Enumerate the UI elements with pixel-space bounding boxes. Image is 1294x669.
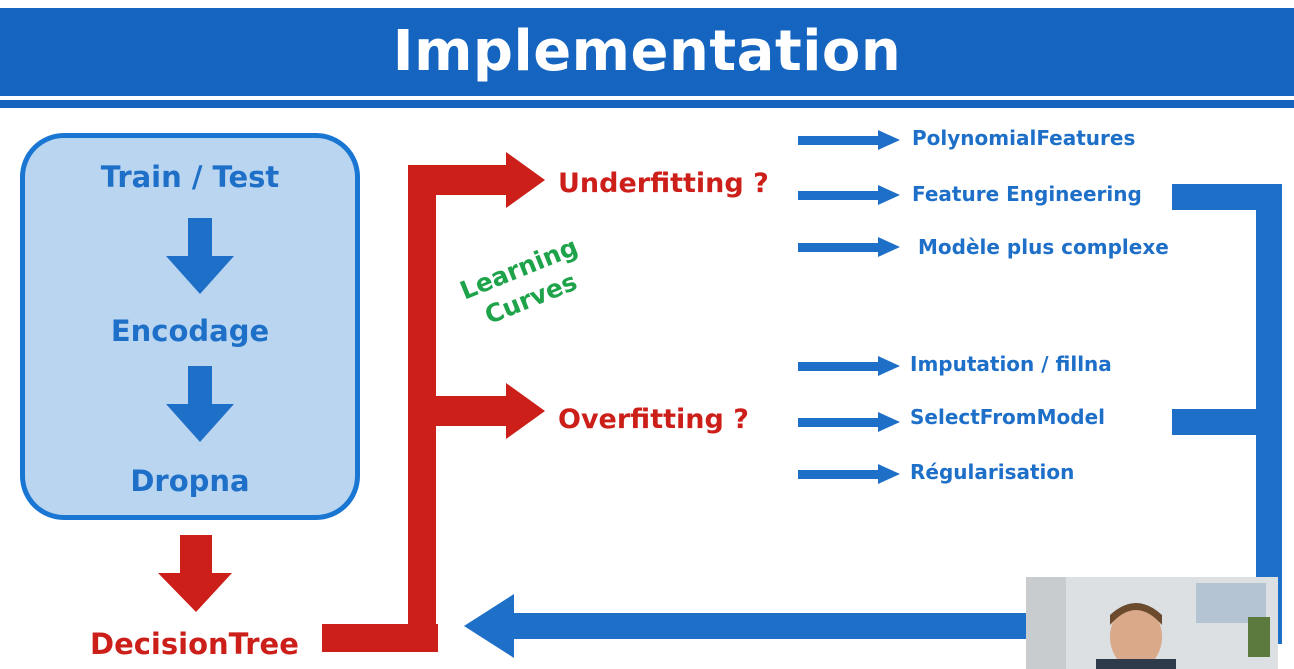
overfitting-label: Overfitting ? [558,404,749,435]
remedy-modele-plus-complexe: Modèle plus complexe [918,235,1169,259]
remedy-imputation: Imputation / fillna [910,352,1112,376]
red-branch-connector [322,152,545,652]
webcam-overlay [1026,577,1278,669]
arrow-down-2 [166,366,234,442]
step-encodage: Encodage [110,314,270,348]
presenter-image [1026,577,1278,669]
arrow-imputation [798,356,900,376]
arrow-down-1 [166,218,234,294]
remedy-polynomialfeatures: PolynomialFeatures [912,126,1136,150]
arrow-regularisation [798,464,900,484]
remedy-selectfrommodel: SelectFromModel [910,405,1106,429]
title-banner [0,8,1294,96]
arrow-polynomialfeatures [798,130,900,150]
title-underline [0,100,1294,108]
remedy-regularisation: Régularisation [910,460,1075,484]
decisiontree-label: DecisionTree [90,627,299,661]
step-dropna: Dropna [130,464,250,498]
preprocessing-box [20,133,360,520]
arrow-modele-plus-complexe [798,237,900,257]
arrow-selectfrommodel [798,412,900,432]
arrow-down-decisiontree [158,535,232,612]
arrow-feature-engineering [798,185,900,205]
slide-title: Implementation [392,19,902,84]
underfitting-label: Underfitting ? [558,168,769,199]
remedy-feature-engineering: Feature Engineering [912,182,1142,206]
step-train-test: Train / Test [100,160,280,194]
